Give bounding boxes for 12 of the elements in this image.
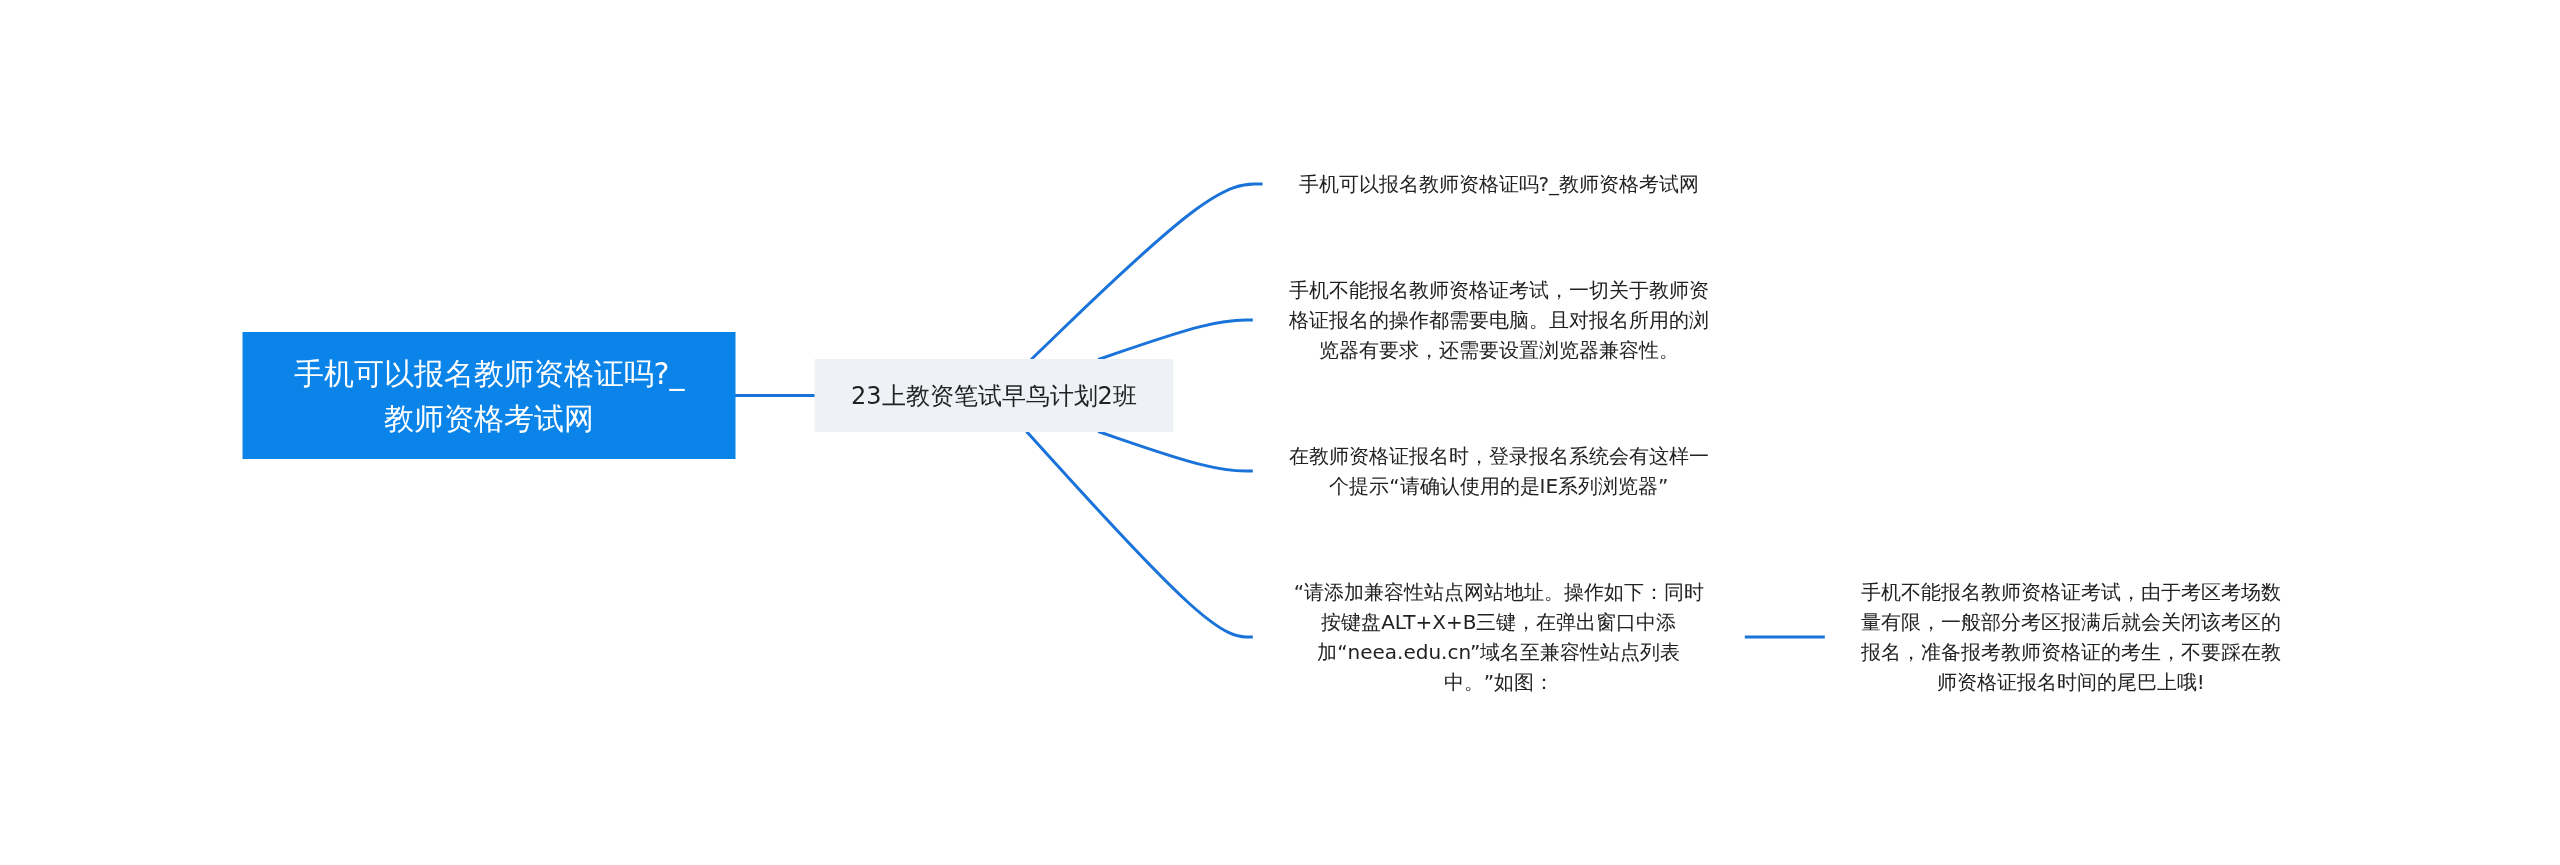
node-text: 手机不能报名教师资格证考试，一切关于教师资格证报名的操作都需要电脑。且对报名所用的浏览器有要求，还需要设置浏览器兼容性。 bbox=[1288, 277, 1709, 362]
node-text: “请添加兼容性站点网站地址。操作如下：同时按键盘ALT+X+B三键，在弹出窗口中添加“neea.edu.cn”域名至兼容性站点列表中。”如图： bbox=[1293, 579, 1705, 694]
node-box: 手机可以报名教师资格证吗?_教师资格考试网 bbox=[242, 331, 736, 459]
node-text: 在教师资格证报名时，登录报名系统会有这样一个提示“请确认使用的是IE系列浏览器” bbox=[1288, 443, 1709, 498]
node-text: 手机可以报名教师资格证吗?_教师资格考试网 bbox=[1298, 171, 1700, 196]
node-text: 手机不能报名教师资格证考试，由于考区考场数量有限，一般部分考区报满后就会关闭该考区的报名，准备报考教师资格证的考生，不要踩在教师资格证报名时间的尾巴上哦! bbox=[1860, 579, 2281, 694]
connector bbox=[1025, 430, 1253, 638]
connector bbox=[1744, 635, 1825, 638]
connector bbox=[1097, 318, 1253, 361]
connector bbox=[1030, 182, 1263, 361]
node-box: 23上教资笔试早鸟计划2班 bbox=[814, 358, 1174, 432]
connector bbox=[735, 393, 816, 397]
